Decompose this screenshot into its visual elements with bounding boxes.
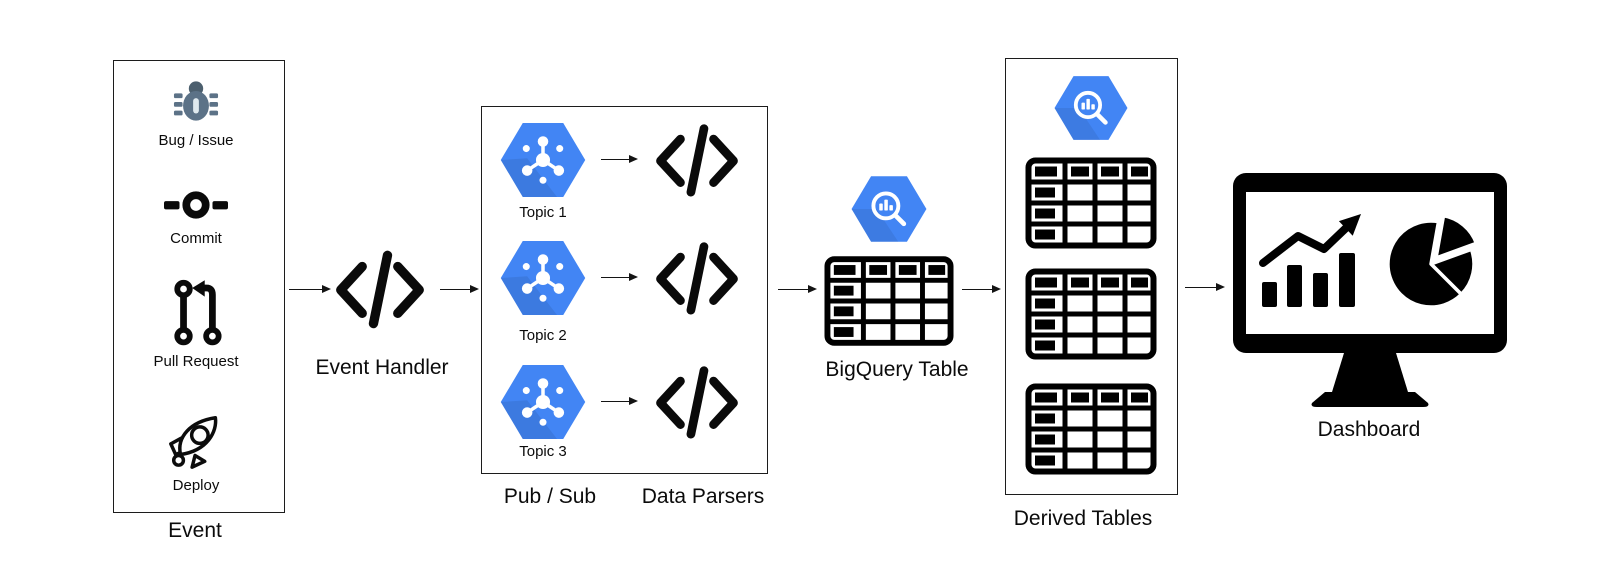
pubsub-caption: Pub / Sub <box>503 485 597 508</box>
monitor-stand <box>1311 353 1429 407</box>
flow-arrow-pubsub-to-bigquery <box>778 284 817 293</box>
table-icon-derived-3 <box>1025 382 1157 476</box>
pubsub-topic-icon-3 <box>499 363 587 441</box>
bigquery-icon <box>850 174 928 244</box>
event-item-label-bug: Bug / Issue <box>158 132 234 149</box>
code-icon-event-handler <box>328 246 432 332</box>
commit-icon <box>164 191 228 219</box>
topic-arrow-3 <box>601 396 638 405</box>
event-group-caption: Event <box>168 519 222 542</box>
bigquery-icon-derived <box>1053 74 1129 142</box>
pie-chart-icon <box>1386 213 1479 309</box>
dashboard-icon <box>1233 173 1507 407</box>
data-parsers-caption: Data Parsers <box>641 485 765 508</box>
table-icon-derived-2 <box>1025 267 1157 361</box>
table-icon-derived-1 <box>1025 156 1157 250</box>
bug-icon <box>173 81 219 121</box>
topic-label-2: Topic 2 <box>519 327 567 344</box>
event-item-label-commit: Commit <box>170 230 222 247</box>
pubsub-topic-icon-1 <box>499 121 587 199</box>
deploy-icon <box>169 415 218 469</box>
topic-label-3: Topic 3 <box>519 443 567 460</box>
code-icon-parser-2 <box>647 238 747 318</box>
pull-request-icon <box>174 279 222 346</box>
bar-chart-icon <box>1262 253 1355 307</box>
flow-arrow-handler-to-pubsub <box>440 284 479 293</box>
event-item-label-pull-request: Pull Request <box>153 353 239 370</box>
flow-arrow-bigquery-to-derived <box>962 284 1001 293</box>
bigquery-caption: BigQuery Table <box>825 358 969 381</box>
derived-tables-caption: Derived Tables <box>1013 507 1153 530</box>
flow-arrow-event-to-handler <box>289 284 331 293</box>
code-icon-parser-3 <box>647 362 747 442</box>
flow-arrow-derived-to-dashboard <box>1185 282 1225 291</box>
event-handler-caption: Event Handler <box>315 356 449 379</box>
trend-arrow-icon <box>1259 214 1361 267</box>
pubsub-topic-icon-2 <box>499 239 587 317</box>
event-item-label-deploy: Deploy <box>172 477 220 494</box>
table-icon-bigquery <box>824 253 954 349</box>
topic-label-1: Topic 1 <box>519 204 567 221</box>
code-icon-parser-1 <box>647 120 747 200</box>
topic-arrow-1 <box>601 154 638 163</box>
topic-arrow-2 <box>601 272 638 281</box>
dashboard-caption: Dashboard <box>1317 418 1421 441</box>
